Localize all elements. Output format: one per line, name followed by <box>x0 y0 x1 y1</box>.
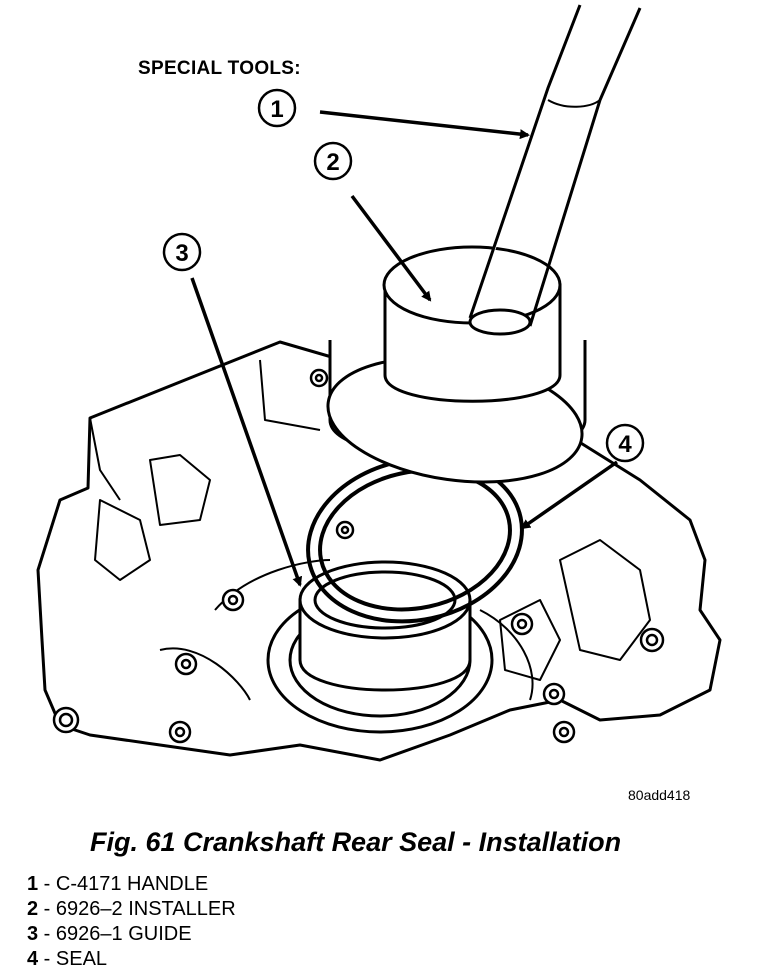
special-tools-heading: SPECIAL TOOLS: <box>138 58 301 79</box>
legend-number: 4 <box>27 948 39 970</box>
callout-4-number: 4 <box>618 431 632 458</box>
callout-2-number: 2 <box>326 149 339 176</box>
callout-arrows <box>190 110 618 587</box>
callout-4: 4 <box>605 423 645 463</box>
seal-guide <box>298 560 472 692</box>
bolts <box>52 368 665 744</box>
legend-item-4: 4 - SEAL <box>27 947 236 972</box>
legend-number: 2 <box>27 898 39 920</box>
callout-1-number: 1 <box>270 96 283 123</box>
legend-text: - 6926–2 INSTALLER <box>38 898 236 920</box>
legend-text: - 6926–1 GUIDE <box>38 923 192 945</box>
legend-item-1: 1 - C-4171 HANDLE <box>27 872 236 897</box>
figure-caption: Fig. 61 Crankshaft Rear Seal - Installat… <box>90 827 622 857</box>
parts-legend: 1 - C-4171 HANDLE 2 - 6926–2 INSTALLER 3… <box>27 872 236 972</box>
callout-2: 2 <box>313 141 353 181</box>
callout-3: 3 <box>162 232 202 272</box>
callout-3-number: 3 <box>175 240 188 267</box>
callout-1: 1 <box>257 88 297 128</box>
legend-number: 1 <box>27 873 39 895</box>
legend-item-3: 3 - 6926–1 GUIDE <box>27 922 236 947</box>
legend-number: 3 <box>27 923 39 945</box>
crankshaft-seal-illustration: 1 2 3 4 <box>36 4 722 762</box>
figure-code: 80add418 <box>628 787 691 803</box>
legend-item-2: 2 - 6926–2 INSTALLER <box>27 897 236 922</box>
legend-text: - C-4171 HANDLE <box>38 873 209 895</box>
tool-handle <box>468 4 642 336</box>
legend-text: - SEAL <box>38 948 108 970</box>
